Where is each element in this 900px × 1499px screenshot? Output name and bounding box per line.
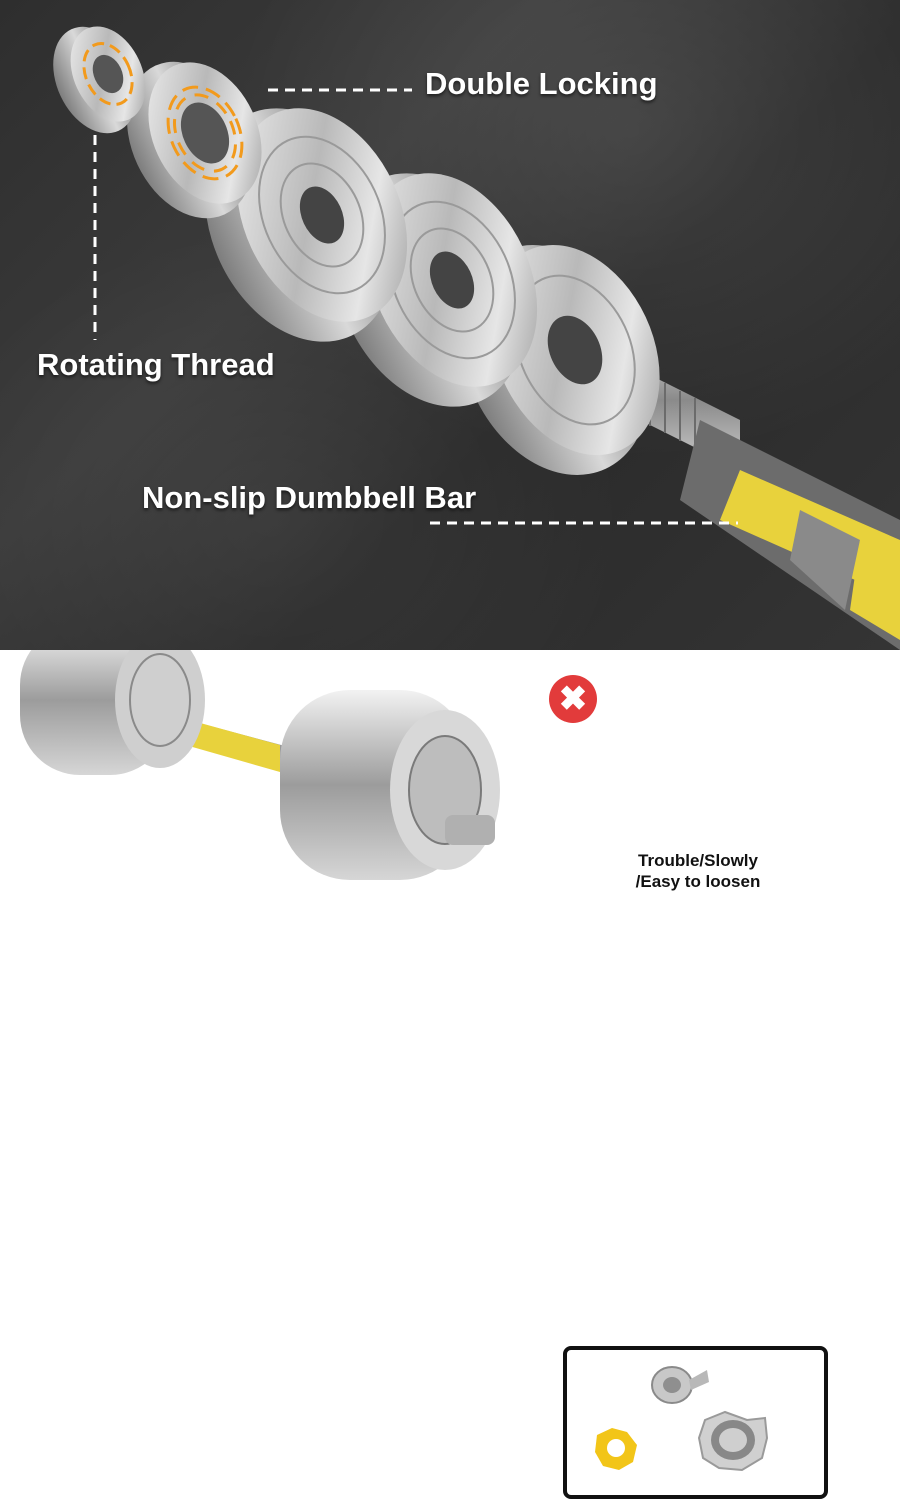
assembled-yellow-grip (175, 716, 280, 772)
assembled-dumbbell-illustration (20, 650, 500, 880)
caption-line-1: Trouble/Slowly (638, 851, 758, 870)
callout-leader-lines (93, 88, 738, 525)
spring-collar-yellow-icon (595, 1428, 637, 1470)
other-collars-illustration (595, 1366, 769, 1472)
comparison-caption: Trouble/Slowly /Easy to loosen (600, 850, 796, 892)
dark-textured-background: Double Locking Rotating Thread Non-slip … (0, 0, 900, 650)
exploded-dumbbell-illustration (53, 26, 900, 650)
wing-nut-collar-icon (651, 1366, 709, 1404)
star-lock-collar-icon (697, 1410, 769, 1472)
locking-nut-outer (53, 26, 146, 134)
caption-line-2: /Easy to loosen (635, 872, 761, 891)
x-icon: ✖ (549, 675, 597, 723)
non-slip-bar-label: Non-slip Dumbbell Bar (142, 480, 477, 515)
dumbbell-bar (560, 330, 900, 650)
comparison-inset-box (563, 1346, 828, 1499)
rotating-thread-label: Rotating Thread (37, 347, 275, 382)
white-panel: ✖ Trouble/Slowly /Easy to loosen (0, 650, 900, 1499)
double-locking-label: Double Locking (425, 66, 658, 101)
rotation-arrow-icon-small (82, 42, 134, 106)
rotation-arrow-icon (166, 85, 244, 181)
locking-nut-inner (127, 61, 262, 219)
